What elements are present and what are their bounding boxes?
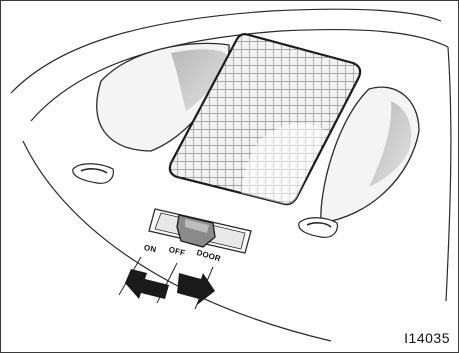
- right-vent: [299, 218, 338, 238]
- left-arrow-icon: [125, 269, 169, 299]
- switch-knob[interactable]: [177, 215, 215, 247]
- left-vent: [73, 164, 114, 184]
- right-arrow-icon: [177, 273, 215, 305]
- figure-id-label: I14035: [404, 330, 450, 346]
